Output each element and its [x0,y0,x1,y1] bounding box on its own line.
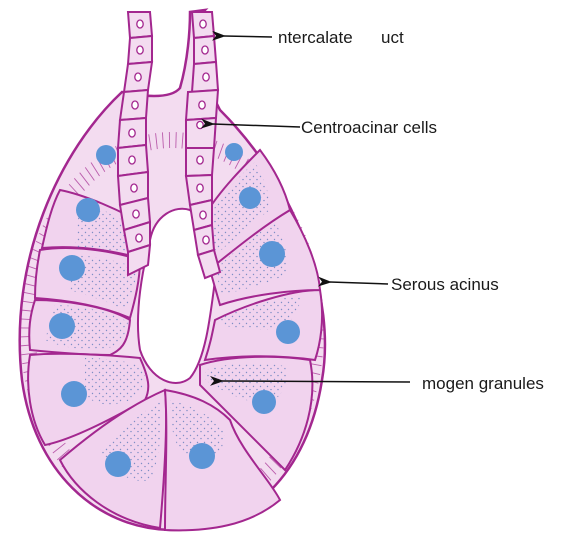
nucleus [59,255,85,281]
nucleus [76,198,100,222]
nucleus [189,443,215,469]
label-intercalated-duct: ntercalate uct [278,28,404,47]
arrow-serous-acinus [330,282,388,284]
nucleus [252,390,276,414]
nucleus [96,145,116,165]
arrow-intercalated-duct [224,36,272,37]
nucleus [259,241,285,267]
arrow-zymogen-granules [222,381,410,382]
nucleus [276,320,300,344]
label-zymogen-granules: mogen granules [422,374,544,393]
label-centroacinar-cells: Centroacinar cells [301,118,437,137]
nucleus [61,381,87,407]
nucleus [49,313,75,339]
label-serous-acinus: Serous acinus [391,275,499,294]
nucleus [239,187,261,209]
nucleus [225,143,243,161]
nucleus [105,451,131,477]
